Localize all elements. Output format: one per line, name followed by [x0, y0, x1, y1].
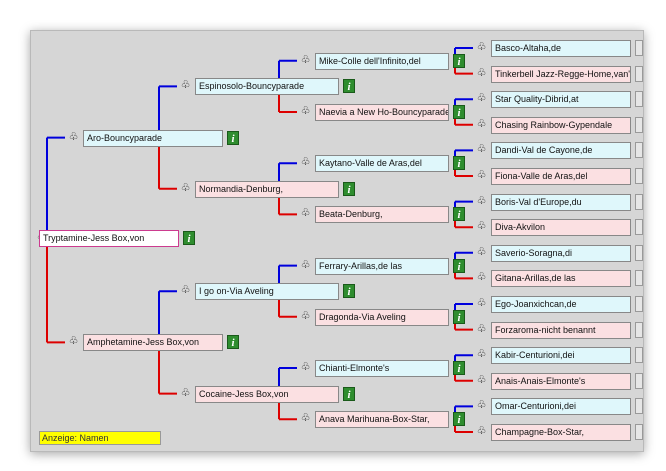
family-tree-icon[interactable]: ♧ [180, 181, 191, 194]
family-tree-icon[interactable]: ♧ [300, 412, 311, 425]
family-tree-icon[interactable]: ♧ [180, 284, 191, 297]
great-grandparent-node[interactable]: Kaytano-Valle de Aras,del [315, 155, 449, 173]
grandparent-node[interactable]: I go on-Via Aveling [195, 283, 339, 301]
grandparent-node[interactable]: Cocaine-Jess Box,von [195, 385, 339, 403]
dam-node[interactable]: Amphetamine-Jess Box,von [83, 334, 223, 352]
info-icon[interactable]: i [453, 105, 465, 119]
ancestor-node[interactable]: Omar-Centurioni,dei [491, 398, 631, 416]
family-tree-icon[interactable]: ♧ [476, 194, 487, 207]
family-tree-icon[interactable]: ♧ [300, 207, 311, 220]
great-grandparent-node[interactable]: Ferrary-Arillas,de las [315, 257, 449, 275]
ancestor-node[interactable]: Forzaroma-nicht benannt [491, 321, 631, 339]
next-generation-stub[interactable] [635, 219, 643, 236]
next-generation-stub[interactable] [635, 142, 643, 159]
next-generation-stub[interactable] [635, 321, 643, 338]
next-generation-stub[interactable] [635, 65, 643, 82]
next-generation-stub[interactable] [635, 193, 643, 210]
ancestor-node[interactable]: Dandi-Val de Cayone,de [491, 142, 631, 160]
info-icon[interactable]: i [453, 207, 465, 222]
next-generation-stub[interactable] [635, 398, 643, 415]
next-generation-stub[interactable] [635, 168, 643, 184]
info-icon[interactable]: i [453, 412, 465, 427]
next-generation-stub[interactable] [635, 116, 643, 133]
ancestor-node[interactable]: Champagne-Box-Star, [491, 424, 631, 441]
ancestor-node[interactable]: Ego-Joanxichcan,de [491, 296, 631, 313]
next-generation-stub[interactable] [635, 372, 643, 389]
next-generation-stub[interactable] [635, 424, 643, 440]
info-icon[interactable]: i [227, 335, 239, 350]
great-grandparent-node[interactable]: Anava Marihuana-Box-Star, [315, 411, 449, 429]
great-grandparent-node[interactable]: Beata-Denburg, [315, 206, 449, 224]
next-generation-stub[interactable] [635, 40, 643, 56]
family-tree-icon[interactable]: ♧ [180, 79, 191, 92]
family-tree-icon[interactable]: ♧ [476, 117, 487, 130]
family-tree-icon[interactable]: ♧ [476, 373, 487, 386]
ancestor-node[interactable]: Tinkerbell Jazz-Regge-Home,van't [491, 65, 631, 83]
ancestor-node[interactable]: Kabir-Centurioni,dei [491, 347, 631, 365]
info-icon[interactable]: i [453, 309, 465, 324]
great-grandparent-node[interactable]: Naevia a New Ho-Bouncyparade [315, 104, 449, 121]
info-icon[interactable]: i [453, 361, 465, 375]
family-tree-icon[interactable]: ♧ [476, 41, 487, 53]
grandparent-node[interactable]: Normandia-Denburg, [195, 180, 339, 198]
ancestor-node[interactable]: Star Quality-Dibrid,at [491, 91, 631, 109]
family-tree-icon[interactable]: ♧ [180, 386, 191, 399]
next-generation-stub[interactable] [635, 347, 643, 364]
family-tree-icon[interactable]: ♧ [300, 309, 311, 322]
info-icon[interactable]: i [183, 231, 195, 245]
family-tree-icon[interactable]: ♧ [476, 245, 487, 258]
info-icon[interactable]: i [453, 156, 465, 171]
ancestor-node[interactable]: Chasing Rainbow-Gypendale [491, 116, 631, 134]
ancestor-node[interactable]: Saverio-Soragna,di [491, 244, 631, 262]
family-tree-icon[interactable]: ♧ [300, 105, 311, 117]
sire-node[interactable]: Aro-Bouncyparade [83, 129, 223, 147]
great-grandparent-node[interactable]: Chianti-Elmonte's [315, 360, 449, 377]
great-grandparent-node[interactable]: Mike-Colle dell'Infinito,del [315, 52, 449, 70]
family-tree-icon[interactable]: ♧ [476, 220, 487, 233]
info-icon[interactable]: i [343, 79, 355, 94]
family-tree-icon[interactable]: ♧ [300, 156, 311, 169]
next-generation-stub[interactable] [635, 244, 643, 261]
family-tree-icon[interactable]: ♧ [476, 322, 487, 335]
info-icon[interactable]: i [453, 258, 465, 273]
info-icon[interactable]: i [227, 130, 239, 145]
family-tree-icon[interactable]: ♧ [300, 361, 311, 373]
family-tree-icon[interactable]: ♧ [476, 143, 487, 156]
family-tree-icon[interactable]: ♧ [68, 335, 79, 348]
ancestor-node[interactable]: Boris-Val d'Europe,du [491, 193, 631, 211]
great-grandparent-node[interactable]: Dragonda-Via Aveling [315, 308, 449, 326]
ancestor-node[interactable]: Diva-Akvilon [491, 219, 631, 237]
ancestor-node[interactable]: Basco-Altaha,de [491, 40, 631, 57]
info-icon[interactable]: i [343, 181, 355, 196]
family-tree-icon[interactable]: ♧ [476, 271, 487, 284]
family-tree-icon[interactable]: ♧ [476, 66, 487, 79]
family-tree-icon[interactable]: ♧ [476, 92, 487, 105]
family-tree-icon[interactable]: ♧ [476, 297, 487, 309]
ancestor-node[interactable]: Fiona-Valle de Aras,del [491, 168, 631, 185]
display-mode-label: Anzeige: Namen [39, 431, 161, 445]
pedigree-window: ♧ Tryptamine-Jess Box,von i ♧ Aro-Bouncypara… [30, 30, 644, 452]
family-tree-icon[interactable]: ♧ [300, 53, 311, 66]
family-tree-icon[interactable]: ♧ [68, 130, 79, 143]
subject-animal[interactable]: Tryptamine-Jess Box,von [39, 230, 179, 247]
next-generation-stub[interactable] [635, 91, 643, 108]
family-tree-icon[interactable]: ♧ [476, 399, 487, 412]
info-icon[interactable]: i [343, 386, 355, 401]
next-generation-stub[interactable] [635, 270, 643, 287]
ancestor-node[interactable]: Anais-Anais-Elmonte's [491, 372, 631, 390]
info-icon[interactable]: i [453, 53, 465, 68]
family-tree-icon[interactable]: ♧ [476, 425, 487, 437]
next-generation-stub[interactable] [635, 296, 643, 312]
family-tree-icon[interactable]: ♧ [476, 169, 487, 181]
grandparent-node[interactable]: Espinosolo-Bouncyparade [195, 78, 339, 96]
info-icon[interactable]: i [343, 284, 355, 299]
family-tree-icon[interactable]: ♧ [476, 348, 487, 361]
ancestor-node[interactable]: Gitana-Arillas,de las [491, 270, 631, 288]
family-tree-icon[interactable]: ♧ [300, 258, 311, 271]
